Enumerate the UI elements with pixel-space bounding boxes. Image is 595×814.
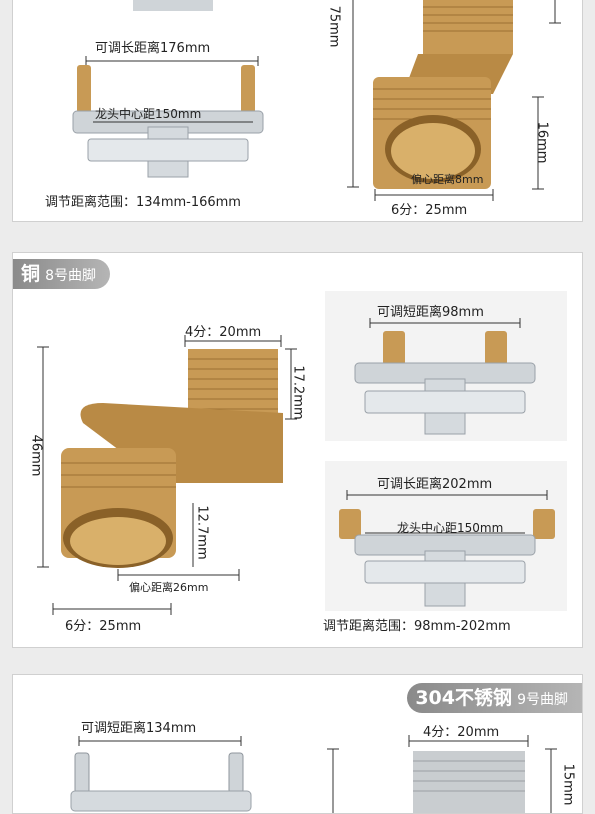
bottom-short-adjust-subpanel: 可调短距离134mm [41,711,291,813]
mid-offset-label: 偏心距离26mm [129,581,209,594]
tag-model: 8号曲脚 [45,268,97,284]
top-height-label: 75mm [326,5,342,48]
bottom-size-top-label: 4分：20mm [423,725,500,740]
bottom-short-adjust-label: 可调短距离134mm [81,721,197,736]
top-range-label: 调节距离范围：134mm-166mm [45,195,241,210]
tag-material: 304不锈钢 [415,687,512,709]
middle-panel: 铜 8号曲脚 [12,252,583,648]
mid-long-adjust-label: 可调长距离202mm [377,477,493,492]
tag-material: 铜 [21,263,41,285]
mid-inner-height-label: 12.7mm [194,505,210,560]
mid-height-top-label: 17.2mm [290,365,306,420]
mid-center-distance-label: 龙头中心距150mm [397,521,504,535]
copper-8-tag: 铜 8号曲脚 [13,259,111,289]
top-brass-fitting [347,0,561,201]
middle-brass-elbow [37,335,297,615]
top-thread-length-label: 16mm [534,121,550,164]
top-size-label: 6分：25mm [391,203,468,218]
bottom-height-top-label: 15mm [560,763,576,806]
top-panel: 可调长距离176mm 龙头中心距150mm 调节距离范围：134mm-166mm [12,0,583,222]
mid-range-label: 调节距离范围：98mm-202mm [323,619,511,634]
mid-size-top-label: 4分：20mm [185,325,262,340]
top-center-distance-label: 龙头中心距150mm [95,107,202,121]
mid-height-label: 46mm [28,434,44,477]
mid-long-adjust-subpanel: 可调长距离202mm 龙头中心距150mm [325,461,567,611]
mid-short-faucet-illustration [354,318,536,435]
mid-long-faucet-illustration [339,490,555,607]
top-faucet-illustration [72,0,264,178]
mid-short-adjust-subpanel: 可调短距离98mm [325,291,567,441]
top-long-adjust-label: 可调长距离176mm [95,41,211,56]
stainless-9-tag: 304不锈钢 9号曲脚 [407,683,582,713]
tag-model: 9号曲脚 [517,692,568,708]
mid-size-bottom-label: 6分：25mm [65,619,142,634]
bottom-steel-fitting [327,735,557,813]
mid-short-adjust-label: 可调短距离98mm [377,305,484,320]
top-offset-label: 偏心距离8mm [411,173,484,186]
bottom-panel: 304不锈钢 9号曲脚 可调短距离134mm 4分：20mm 15mm [12,674,583,814]
